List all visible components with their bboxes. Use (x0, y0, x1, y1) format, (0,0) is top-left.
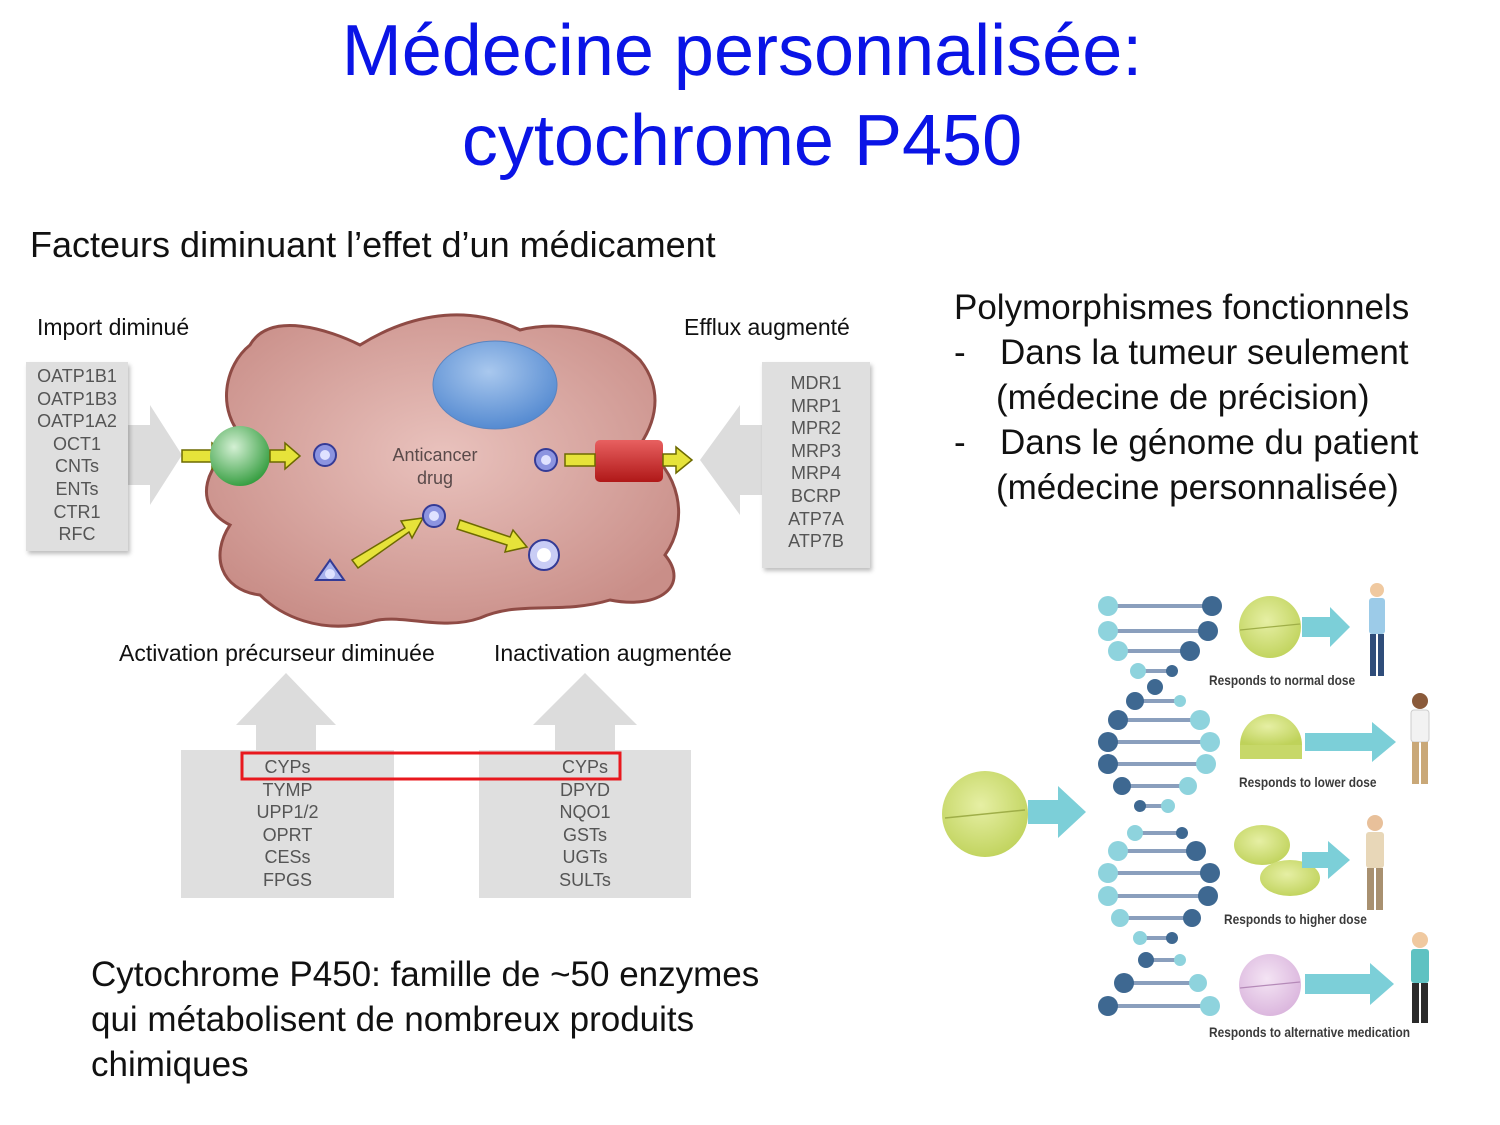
list-item: MRP1 (790, 395, 841, 416)
list-item: TYMP (262, 779, 313, 800)
prodrug-molecule (314, 558, 346, 581)
drug-molecule-1 (313, 443, 337, 467)
cyp450-caption: Cytochrome P450: famille de ~50 enzymes … (91, 952, 759, 1087)
cyp-highlight-box (240, 751, 622, 781)
list-item: MRP3 (790, 440, 841, 461)
import-transporter-list: OATP1B1 OATP1B3 OATP1A2 OCT1 CNTs ENTs C… (26, 362, 128, 551)
activation-enzyme-list: CYPs TYMP UPP1/2 OPRT CESs FPGS (181, 756, 394, 892)
list-item: CESs (264, 847, 311, 868)
list-item: CNTs (55, 456, 99, 477)
efflux-arrow (700, 405, 762, 515)
import-label: Import diminué (37, 314, 190, 340)
yellow-arrow-activation (350, 517, 425, 570)
list-item: MPR2 (790, 418, 841, 439)
bullet-subtext: (médecine personnalisée) (996, 468, 1399, 507)
inactivation-enzyme-list: CYPs DPYD NQO1 GSTs UGTs SULTs (479, 756, 691, 892)
polymorphisms-heading: Polymorphismes fonctionnels (954, 288, 1410, 327)
response-lower-label: Responds to lower dose (1239, 774, 1377, 790)
arrow-higher (1302, 841, 1350, 879)
caption-line: Cytochrome P450: famille de ~50 enzymes (91, 955, 760, 994)
activation-label: Activation précurseur diminuée (119, 640, 435, 666)
response-higher-label: Responds to higher dose (1224, 911, 1367, 927)
efflux-label: Efflux augmenté (684, 314, 850, 340)
list-item: ATP7A (788, 508, 844, 529)
nucleus (432, 340, 558, 430)
list-item: UPP1/2 (256, 802, 319, 823)
list-item: FPGS (262, 869, 312, 890)
list-item: BCRP (790, 485, 841, 506)
bullet-text: Dans la tumeur seulement (1000, 333, 1409, 372)
drug-molecule-2 (534, 448, 558, 472)
bullet-item: - Dans le génome du patient (954, 420, 1418, 465)
bullet-dash: - (954, 423, 966, 462)
pharmacogenomics-figure (942, 583, 1430, 1023)
inactivation-up-arrow (533, 673, 637, 750)
list-item: UGTs (562, 847, 608, 868)
enzyme-box-right (479, 750, 691, 898)
metabolite-molecule (528, 539, 560, 571)
list-item: MRP4 (790, 463, 841, 484)
dna-helix (1098, 596, 1222, 1016)
response-normal-label: Responds to normal dose (1209, 672, 1356, 688)
list-item: ATP7B (788, 531, 844, 552)
response-alternative-label: Responds to alternative medication (1209, 1024, 1411, 1040)
bullet-subtext: (médecine de précision) (996, 378, 1370, 417)
arrow-normal (1302, 607, 1350, 647)
inactivation-label: Inactivation augmentée (494, 640, 732, 666)
list-item: OATP1B1 (37, 366, 117, 386)
list-item: OPRT (262, 824, 313, 845)
arrow-lower (1305, 722, 1396, 762)
pill-lower-dose (1240, 714, 1302, 745)
list-item: NQO1 (559, 802, 611, 823)
list-item: ENTs (55, 478, 99, 499)
person-4-icon (1411, 932, 1429, 1023)
list-item: OATP1B3 (37, 388, 117, 409)
list-item: CTR1 (53, 501, 101, 522)
yellow-arrow-out (564, 453, 596, 467)
person-3-icon (1366, 815, 1384, 910)
yellow-arrow-inactivation (456, 519, 529, 554)
list-item: OATP1A2 (37, 411, 117, 432)
pill-higher-dose-1 (1234, 825, 1290, 865)
list-item: OCT1 (52, 433, 101, 454)
list-item: CYPs (561, 757, 608, 777)
efflux-transporter-list: MDR1 MRP1 MPR2 MRP3 MRP4 BCRP ATP7A ATP7… (762, 362, 870, 568)
efflux-transporter (595, 440, 663, 482)
list-item: MDR1 (790, 373, 842, 393)
activation-up-arrow (236, 673, 336, 750)
import-transporter (210, 426, 270, 486)
list-item: RFC (58, 524, 96, 545)
list-item: GSTs (562, 824, 607, 845)
drug-label: Anticancer drug (380, 444, 490, 490)
drug-label-line2: drug (416, 468, 454, 488)
caption-line: qui métabolisent de nombreux produits (91, 1000, 695, 1039)
list-item: SULTs (559, 869, 611, 890)
import-arrow (128, 405, 182, 505)
cell-shape (204, 313, 681, 628)
polymorphisms-block: Polymorphismes fonctionnels - Dans la tu… (954, 285, 1418, 510)
slide-title-line1: Médecine personnalisée: (341, 11, 1143, 91)
bullet-item: - Dans la tumeur seulement (954, 330, 1418, 375)
drug-molecule-3 (422, 504, 446, 528)
list-item: DPYD (559, 779, 610, 800)
caption-line: chimiques (91, 1045, 249, 1084)
person-2-icon (1410, 693, 1430, 784)
yellow-arrow-out-2 (662, 445, 694, 475)
list-item: CYPs (264, 757, 311, 777)
cell-diagram (128, 313, 762, 898)
section-subtitle: Facteurs diminuant l’effet d’un médicame… (30, 224, 716, 265)
yellow-arrow-in-2 (269, 441, 302, 471)
enzyme-box-left (181, 750, 394, 898)
arrow-alternative (1305, 963, 1394, 1005)
drug-label-line1: Anticancer (392, 445, 478, 465)
person-1-icon (1369, 583, 1385, 676)
bullet-dash: - (954, 333, 966, 372)
pill-higher-dose-2 (1260, 860, 1320, 896)
slide-title-line2: cytochrome P450 (461, 101, 1023, 181)
input-arrow (1028, 786, 1086, 838)
bullet-text: Dans le génome du patient (1000, 423, 1419, 462)
